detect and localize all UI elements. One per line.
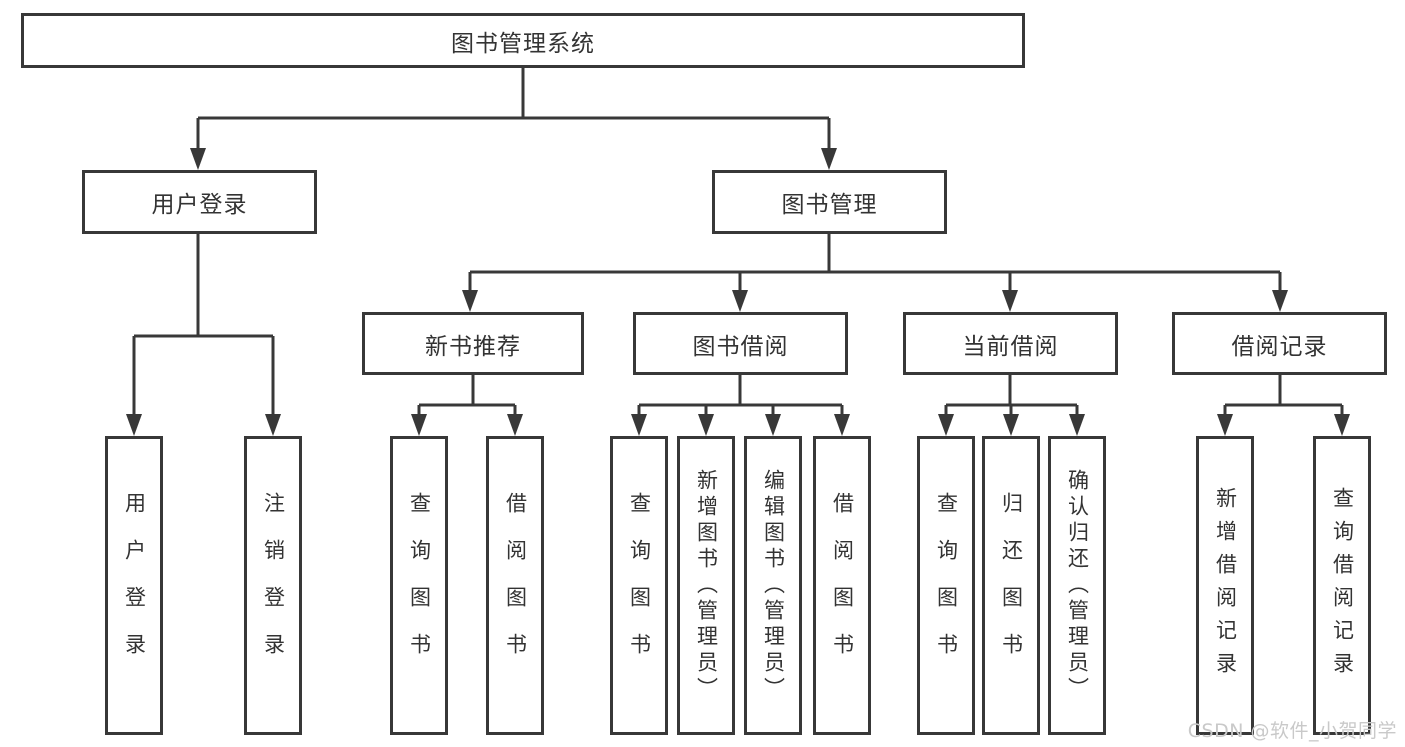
leaf-add-book-admin-label: 新增图书（管理员） (694, 468, 719, 703)
leaf-query-borrow-record-label: 查询借阅记录 (1330, 486, 1355, 685)
leaf-return-book: 归还图书 (982, 436, 1040, 735)
leaf-query-books-recommend-label: 查询图书 (407, 491, 432, 680)
node-user-login: 用户登录 (82, 170, 317, 234)
node-current-borrow-label: 当前借阅 (962, 333, 1059, 360)
leaf-query-books-current: 查询图书 (917, 436, 975, 735)
node-root-label: 图书管理系统 (451, 30, 595, 57)
leaf-add-borrow-record-label: 新增借阅记录 (1213, 486, 1238, 685)
arrowheads (126, 148, 1350, 436)
leaf-query-books-current-label: 查询图书 (934, 491, 959, 680)
leaf-confirm-return-admin: 确认归还（管理员） (1048, 436, 1106, 735)
leaf-logout-label: 注销登录 (261, 491, 286, 680)
leaf-query-books-recommend: 查询图书 (390, 436, 448, 735)
leaf-query-borrow-record: 查询借阅记录 (1313, 436, 1371, 735)
watermark: CSDN @软件_小贺同学 (1187, 720, 1397, 742)
node-new-book-recommend-label: 新书推荐 (425, 333, 521, 360)
leaf-query-books-borrow-label: 查询图书 (627, 491, 652, 680)
leaf-return-book-label: 归还图书 (999, 491, 1024, 680)
leaf-query-books-borrow: 查询图书 (610, 436, 668, 735)
leaf-edit-book-admin-label: 编辑图书（管理员） (761, 468, 786, 703)
leaf-borrow-books-label: 借阅图书 (830, 491, 855, 680)
node-user-login-label: 用户登录 (151, 192, 248, 218)
leaf-add-book-admin: 新增图书（管理员） (677, 436, 735, 735)
node-current-borrow: 当前借阅 (903, 312, 1118, 375)
node-borrow-records-label: 借阅记录 (1231, 333, 1328, 360)
leaf-user-login: 用户登录 (105, 436, 163, 735)
node-book-manage: 图书管理 (712, 170, 947, 234)
tree-edges (132, 66, 1344, 415)
leaf-edit-book-admin: 编辑图书（管理员） (744, 436, 802, 735)
leaf-borrow-books-recommend-label: 借阅图书 (503, 491, 528, 680)
leaf-borrow-books: 借阅图书 (813, 436, 871, 735)
node-borrow-records: 借阅记录 (1172, 312, 1387, 375)
leaf-borrow-books-recommend: 借阅图书 (486, 436, 544, 735)
leaf-user-login-label: 用户登录 (122, 491, 147, 680)
node-root: 图书管理系统 (21, 13, 1025, 68)
node-book-borrow-label: 图书借阅 (692, 333, 789, 360)
leaf-add-borrow-record: 新增借阅记录 (1196, 436, 1254, 735)
leaf-confirm-return-admin-label: 确认归还（管理员） (1065, 468, 1090, 703)
node-new-book-recommend: 新书推荐 (362, 312, 584, 375)
node-book-manage-label: 图书管理 (781, 192, 878, 218)
node-book-borrow: 图书借阅 (633, 312, 848, 375)
leaf-logout: 注销登录 (244, 436, 302, 735)
